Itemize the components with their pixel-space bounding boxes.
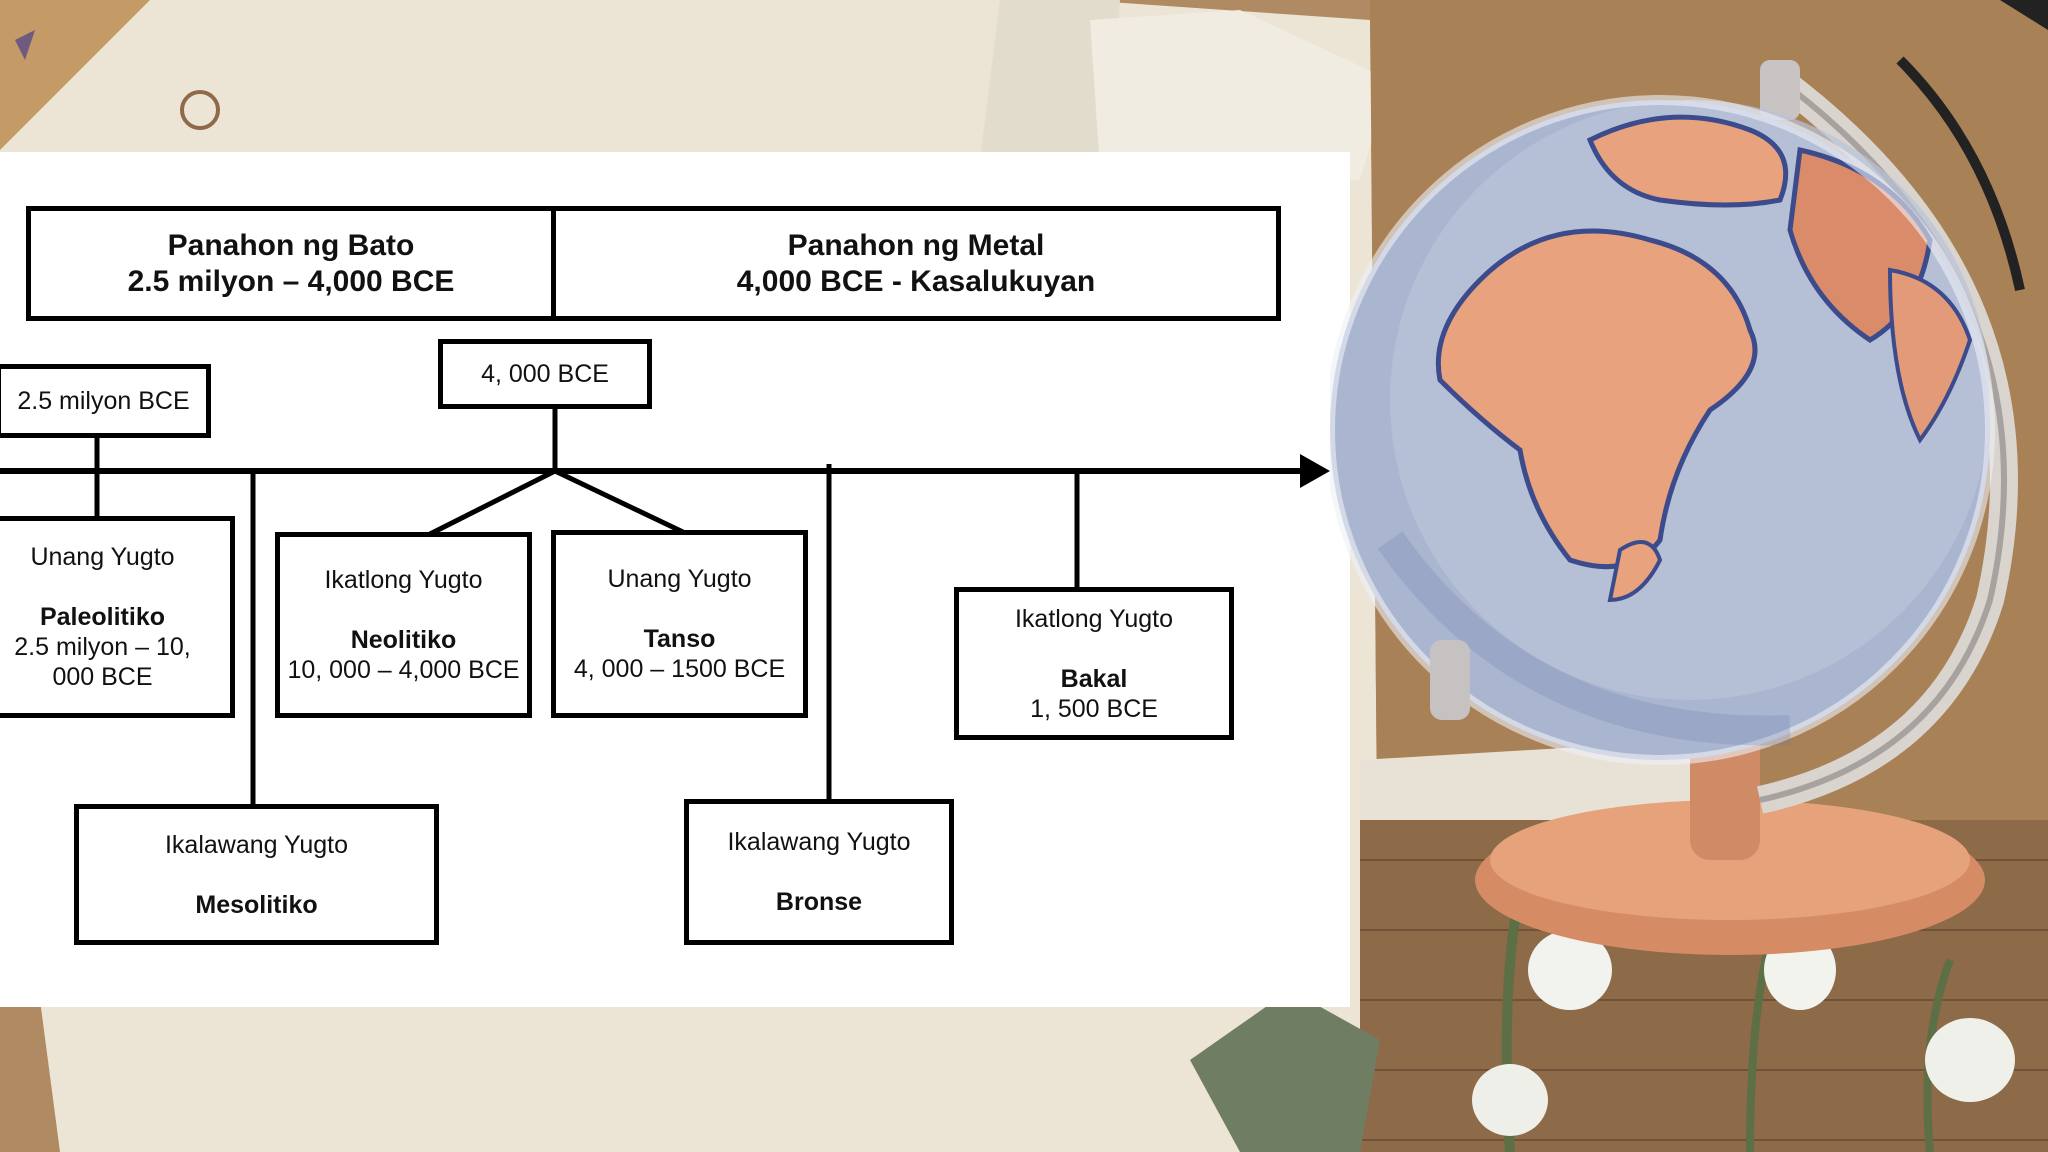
period-range: 2.5 milyon – 10, 000 BCE	[14, 633, 191, 691]
period-box-mesolitiko: Ikalawang Yugto Mesolitiko	[74, 804, 439, 945]
date-marker-label: 2.5 milyon BCE	[17, 387, 190, 415]
connector-neolitiko	[428, 468, 557, 537]
era-range: 4,000 BCE - Kasalukuyan	[736, 264, 1096, 298]
period-box-bakal: Ikatlong Yugto Bakal 1, 500 BCE	[954, 587, 1234, 740]
period-stage: Ikatlong Yugto	[324, 566, 483, 594]
period-name: Bronse	[775, 888, 863, 916]
period-box-paleolitiko: Unang Yugto Paleolitiko 2.5 milyon – 10,…	[0, 516, 235, 718]
timeline-connectors	[0, 406, 1330, 807]
period-stage: Unang Yugto	[30, 543, 175, 571]
era-title: Panahon ng Metal	[787, 228, 1045, 262]
period-box-neolitiko: Ikatlong Yugto Neolitiko 10, 000 – 4,000…	[275, 532, 532, 718]
period-stage: Ikalawang Yugto	[164, 830, 349, 859]
era-box-metal-age: Panahon ng Metal 4,000 BCE - Kasalukuyan	[551, 206, 1281, 321]
period-box-tanso: Unang Yugto Tanso 4, 000 – 1500 BCE	[551, 530, 808, 718]
era-range: 2.5 milyon – 4,000 BCE	[127, 264, 455, 298]
date-marker-4000-bce: 4, 000 BCE	[438, 339, 652, 409]
globe-illustration	[1330, 60, 2018, 1152]
era-box-stone-age: Panahon ng Bato 2.5 milyon – 4,000 BCE	[26, 206, 556, 321]
period-range: 1, 500 BCE	[1030, 694, 1158, 723]
period-name: Bakal	[1060, 664, 1128, 693]
period-name: Paleolitiko	[39, 603, 166, 631]
period-stage: Ikatlong Yugto	[1014, 604, 1173, 633]
timeline-panel: Panahon ng Bato 2.5 milyon – 4,000 BCE P…	[0, 152, 1350, 1007]
period-box-bronse: Ikalawang Yugto Bronse	[684, 799, 954, 945]
period-name: Mesolitiko	[195, 890, 318, 919]
timeline-arrowhead	[1300, 454, 1330, 488]
period-stage: Unang Yugto	[607, 565, 752, 593]
era-title: Panahon ng Bato	[167, 228, 415, 262]
connector-tanso	[553, 468, 685, 535]
period-stage: Ikalawang Yugto	[727, 828, 911, 856]
date-marker-2-5-million-bce: 2.5 milyon BCE	[0, 364, 211, 438]
period-name: Neolitiko	[350, 626, 457, 654]
period-range: 4, 000 – 1500 BCE	[573, 655, 786, 683]
period-name: Tanso	[643, 625, 716, 653]
date-marker-label: 4, 000 BCE	[481, 360, 609, 388]
period-range: 10, 000 – 4,000 BCE	[287, 656, 520, 684]
